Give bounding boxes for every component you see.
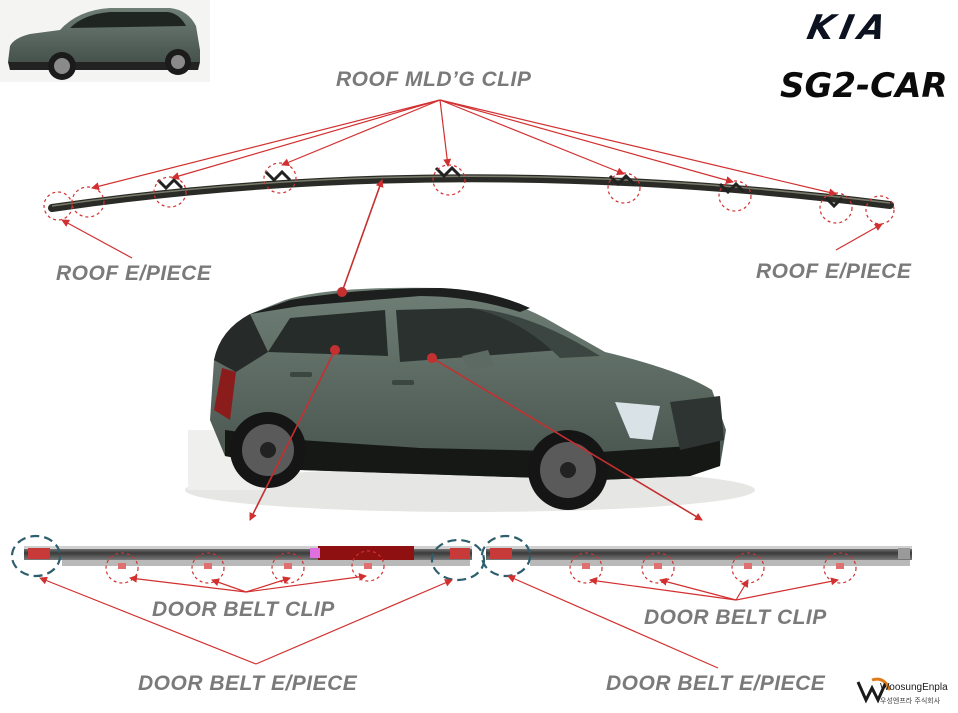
roof-epiece-right-label: ROOF E/PIECE xyxy=(756,260,912,283)
door-clip-arrows xyxy=(129,572,839,601)
door-epiece-markers xyxy=(10,534,532,582)
roof-clip-label: ROOF MLD’G CLIP xyxy=(336,68,532,91)
door-belt-left xyxy=(24,546,472,569)
car-main-image xyxy=(185,287,755,512)
kia-logo-icon: KIA xyxy=(803,8,896,48)
roof-epiece-arrows xyxy=(61,219,883,259)
roof-clip-arrows xyxy=(91,99,837,197)
roof-location-dot xyxy=(337,287,347,297)
car-thumbnail xyxy=(0,0,210,82)
door-clip-right-label: DOOR BELT CLIP xyxy=(644,606,827,629)
part-location-arrows xyxy=(249,179,703,521)
supplier-logo-icon xyxy=(856,677,892,704)
door-epiece-left-label: DOOR BELT E/PIECE xyxy=(138,672,358,695)
door-clip-left-label: DOOR BELT CLIP xyxy=(152,598,335,621)
roof-epiece-left-label: ROOF E/PIECE xyxy=(56,262,212,285)
supplier-sub: 우성엔프라 주식회사 xyxy=(880,697,941,705)
rear-door-location-dot xyxy=(330,345,340,355)
door-epiece-arrows xyxy=(39,575,719,669)
model-title: SG2-CAR xyxy=(780,66,948,106)
supplier-name: WoosungEnpla xyxy=(880,682,948,693)
front-door-location-dot xyxy=(427,353,437,363)
roof-molding xyxy=(48,165,894,212)
door-epiece-right-label: DOOR BELT E/PIECE xyxy=(606,672,826,695)
door-belt-right xyxy=(486,546,912,569)
